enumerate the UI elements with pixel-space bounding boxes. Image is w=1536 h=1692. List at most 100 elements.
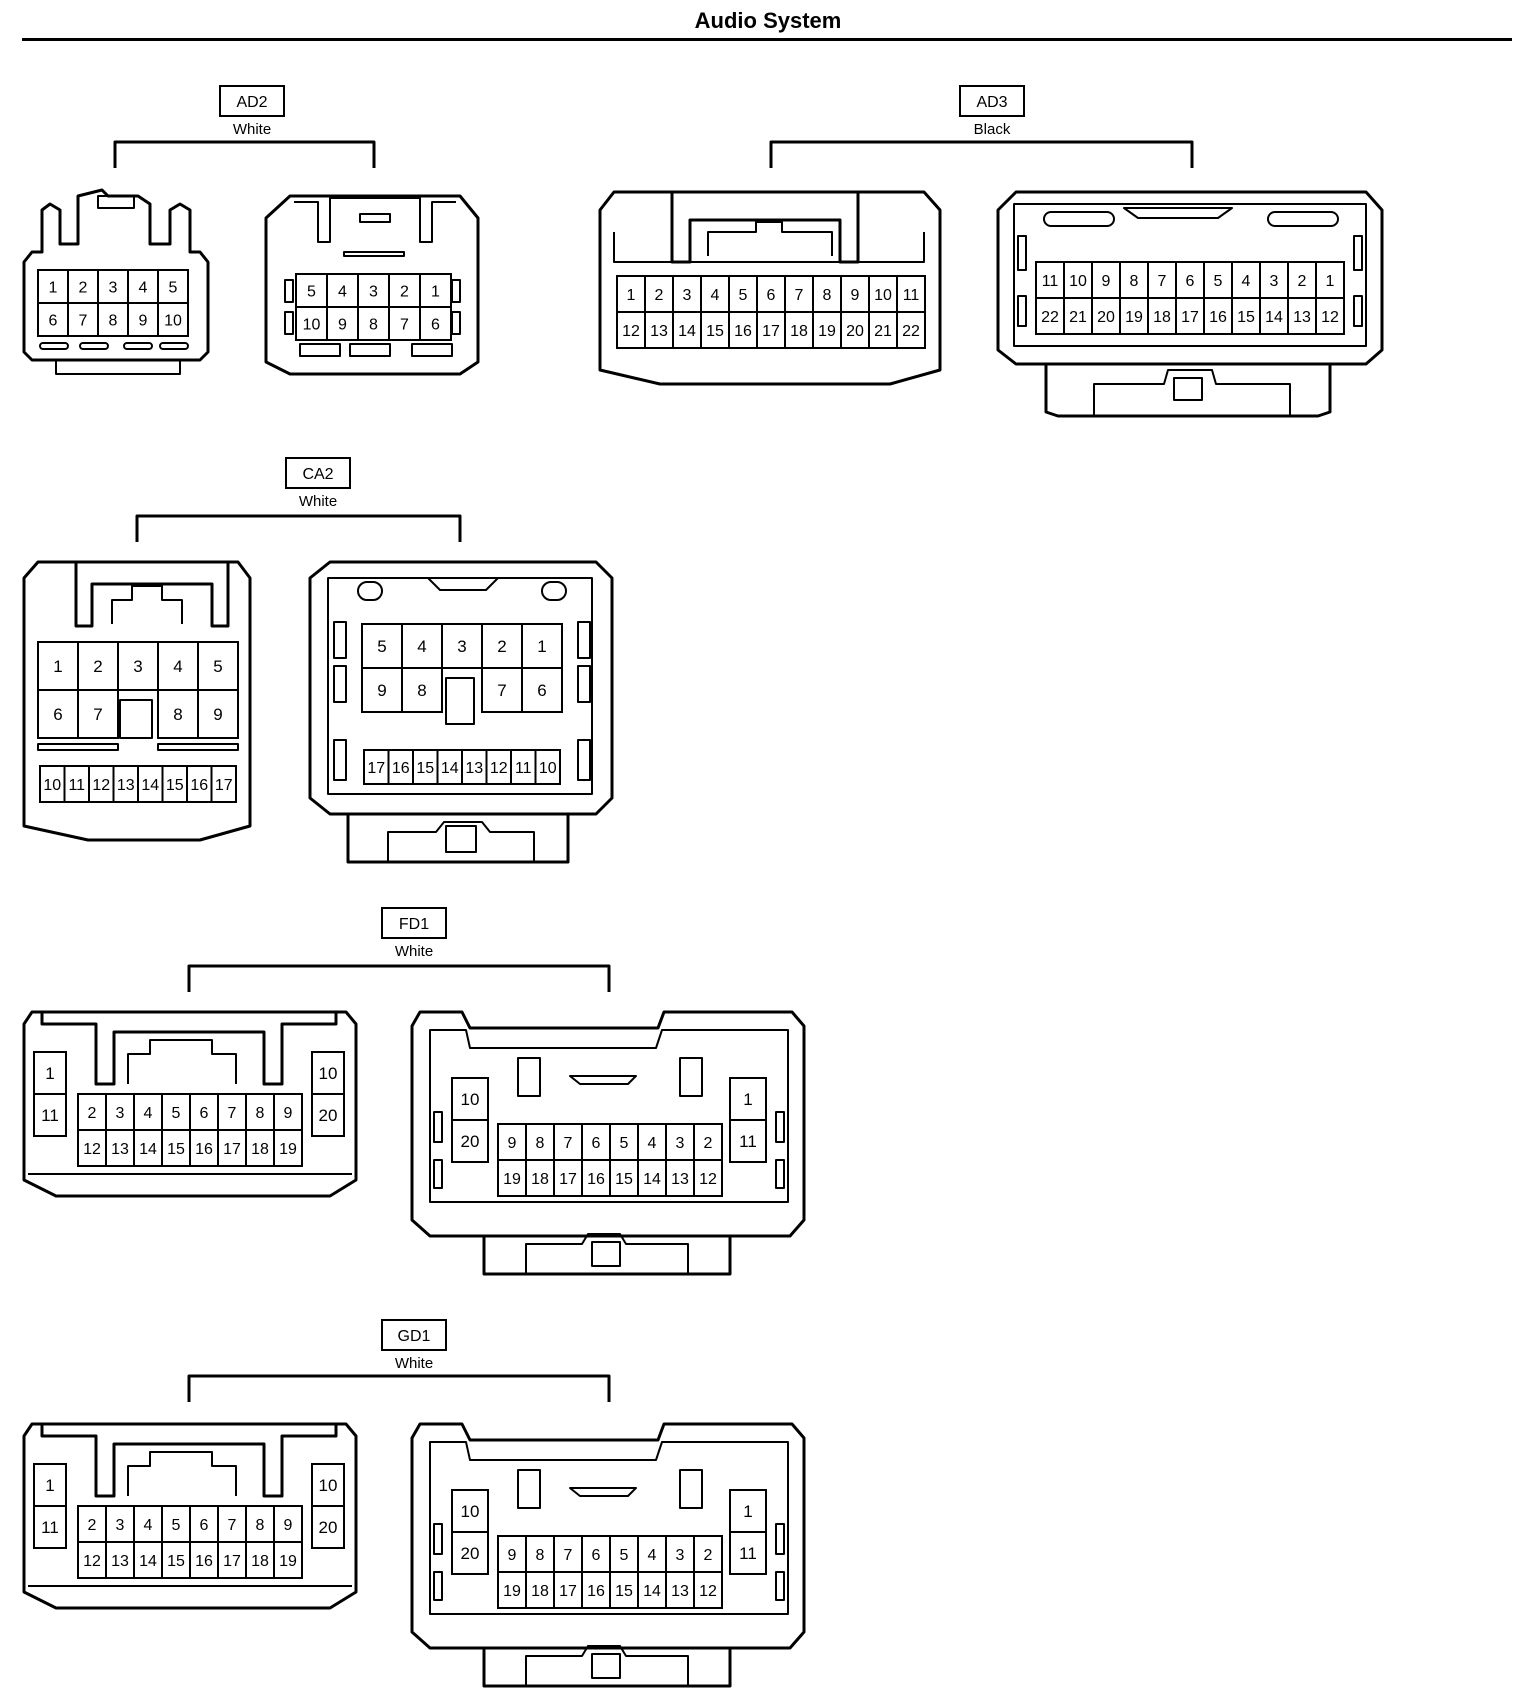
housing-outline xyxy=(22,188,210,362)
pin-number: 14 xyxy=(139,1553,157,1570)
pin-number: 7 xyxy=(79,312,88,329)
pin-number: 8 xyxy=(256,1517,265,1534)
pin-number: 14 xyxy=(643,1171,661,1188)
pin-number: 11 xyxy=(41,1106,59,1125)
pin-number: 15 xyxy=(166,777,184,794)
pin-number: 10 xyxy=(874,287,892,304)
housing-outline xyxy=(613,232,925,263)
latch-slot xyxy=(159,342,189,350)
pin-number: 19 xyxy=(503,1171,521,1188)
pin-number: 16 xyxy=(392,760,410,777)
pin-number: 8 xyxy=(536,1547,545,1564)
pin-number: 10 xyxy=(303,316,321,333)
pin-number: 8 xyxy=(173,705,182,724)
pin-number: 10 xyxy=(461,1502,480,1521)
housing-detail xyxy=(333,665,347,703)
pin-number: 15 xyxy=(416,760,434,777)
pin-number: 7 xyxy=(564,1135,573,1152)
housing-detail xyxy=(1353,235,1363,271)
housing-outline xyxy=(410,1010,806,1238)
housing-detail xyxy=(359,213,391,223)
pin-cell xyxy=(33,1093,67,1137)
pin-number: 2 xyxy=(79,279,88,296)
housing-outline xyxy=(294,197,456,243)
pin-number: 18 xyxy=(1153,309,1171,326)
pin-number: 7 xyxy=(564,1547,573,1564)
pin-number: 9 xyxy=(284,1105,293,1122)
pin-number: 4 xyxy=(144,1517,153,1534)
pin-number: 1 xyxy=(45,1476,54,1495)
housing-outline xyxy=(22,1422,358,1610)
pin-number: 14 xyxy=(139,1141,157,1158)
latch-slot xyxy=(411,343,453,357)
pin-number: 9 xyxy=(508,1135,517,1152)
pin-number: 1 xyxy=(49,279,58,296)
housing-outline xyxy=(429,1029,789,1203)
pin-number: 12 xyxy=(699,1583,717,1600)
pin-number: 17 xyxy=(762,323,780,340)
pin-number: 8 xyxy=(1130,273,1139,290)
connector-bracket xyxy=(187,964,611,992)
pin-number: 8 xyxy=(369,316,378,333)
pin-number: 4 xyxy=(711,287,720,304)
pin-number: 10 xyxy=(319,1476,338,1495)
pin-number: 11 xyxy=(41,1518,59,1537)
housing-detail xyxy=(433,1159,443,1189)
pin-number: 3 xyxy=(1270,273,1279,290)
pin-cell xyxy=(210,765,237,803)
housing-outline xyxy=(598,190,942,386)
pin-number: 10 xyxy=(461,1090,480,1109)
pin-number: 1 xyxy=(45,1064,54,1083)
pin-number: 5 xyxy=(620,1547,629,1564)
pin-cell xyxy=(33,1505,67,1549)
pin-number: 5 xyxy=(169,279,178,296)
pin-number: 2 xyxy=(400,283,409,300)
pin-number: 13 xyxy=(117,777,135,794)
housing-detail xyxy=(333,621,347,659)
pin-number: 22 xyxy=(902,323,920,340)
pin-number: 8 xyxy=(417,681,426,700)
pin-number: 10 xyxy=(1069,273,1087,290)
pin-number: 4 xyxy=(338,283,347,300)
connector-color: White xyxy=(395,943,433,960)
connector-color: Black xyxy=(974,121,1011,138)
pin-number: 5 xyxy=(377,637,386,656)
pin-number: 20 xyxy=(846,323,864,340)
pin-number: 10 xyxy=(43,777,61,794)
pin-number: 5 xyxy=(739,287,748,304)
pin-number: 20 xyxy=(1097,309,1115,326)
pin-number: 3 xyxy=(116,1105,125,1122)
pin-number: 13 xyxy=(671,1583,689,1600)
pin-number: 13 xyxy=(1293,309,1311,326)
pin-number: 15 xyxy=(706,323,724,340)
pin-number: 11 xyxy=(739,1544,757,1563)
pin-number: 4 xyxy=(648,1135,657,1152)
housing-detail xyxy=(775,1523,785,1555)
pin-number: 13 xyxy=(650,323,668,340)
pin-number: 6 xyxy=(537,681,546,700)
housing-detail xyxy=(591,1653,621,1679)
pin-number: 11 xyxy=(68,777,85,794)
pin-number: 12 xyxy=(83,1553,101,1570)
housing-detail xyxy=(119,699,153,739)
housing-outline xyxy=(569,1487,637,1497)
pin-number: 15 xyxy=(615,1171,633,1188)
housing-outline xyxy=(346,814,570,864)
pin-number: 4 xyxy=(144,1105,153,1122)
housing-outline xyxy=(427,577,499,591)
pin-number: 3 xyxy=(683,287,692,304)
connector-id: FD1 xyxy=(399,916,429,933)
housing-detail xyxy=(541,581,567,601)
pin-number: 11 xyxy=(903,287,920,304)
housing-detail xyxy=(284,311,294,335)
housing-detail xyxy=(1017,235,1027,271)
housing-outline xyxy=(482,1236,732,1276)
pin-number: 13 xyxy=(465,760,483,777)
pin-number: 12 xyxy=(83,1141,101,1158)
pin-number: 7 xyxy=(400,316,409,333)
pin-number: 9 xyxy=(851,287,860,304)
